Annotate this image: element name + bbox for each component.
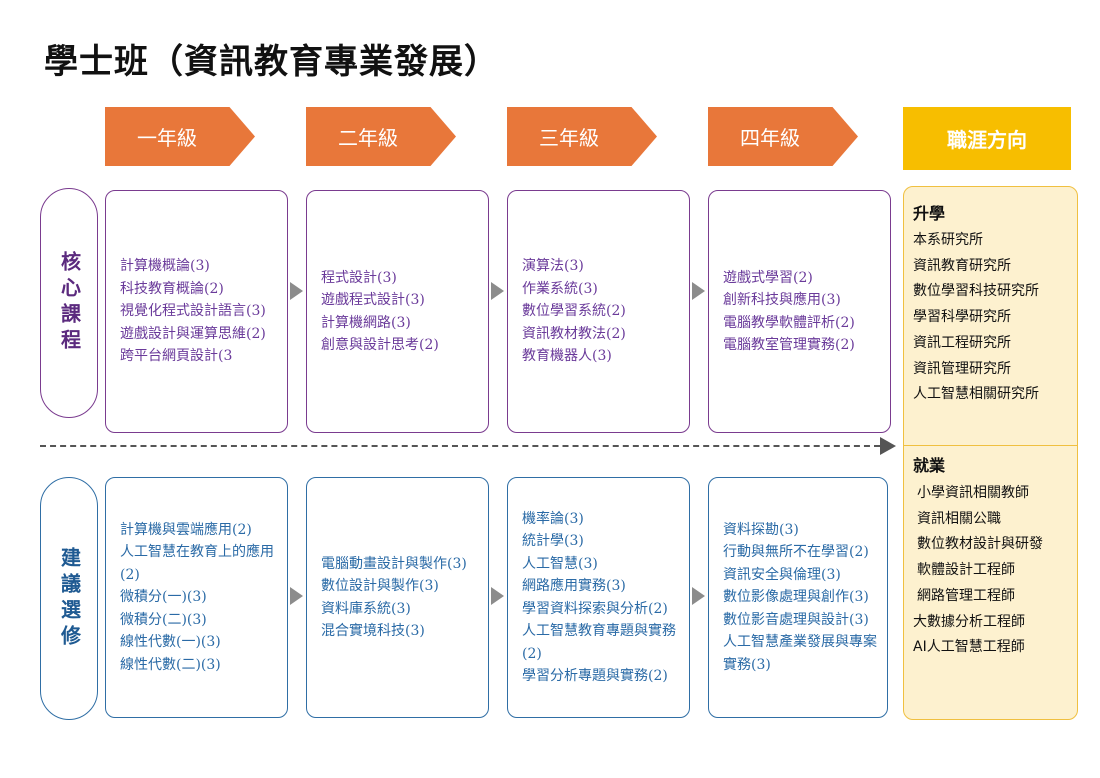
career-item: 資訊工程研究所	[913, 334, 1011, 351]
employment-list: 小學資訊相關教師 資訊相關公職 數位教材設計與研發 軟體設計工程師 網路管理工程…	[913, 481, 1043, 661]
course-item: 演算法(3)	[522, 258, 584, 275]
course-item: 線性代數(一)(3)	[120, 634, 221, 651]
arrow-right-icon	[880, 437, 896, 455]
course-item: 視覺化程式設計語言(3)	[120, 303, 266, 320]
course-item: 人工智慧產業發展與專案實務(3)	[723, 634, 877, 673]
course-item: 計算機概論(3)	[120, 258, 210, 275]
course-item: 教育機器人(3)	[522, 348, 612, 365]
course-item: 資料庫系統(3)	[321, 600, 411, 617]
career-item: 本系研究所	[913, 232, 983, 248]
course-item: 創意與設計思考(2)	[321, 337, 439, 353]
course-item: 統計學(3)	[522, 533, 584, 549]
dashed-divider	[40, 445, 880, 447]
course-item: 數位學習系統(2)	[522, 303, 626, 320]
course-item: 人工智慧在教育上的應用(2)	[120, 544, 274, 583]
arrow-right-icon	[290, 282, 303, 300]
core-box-year1: 計算機概論(3) 科技教育概論(2) 視覺化程式設計語言(3) 遊戲設計與運算思…	[105, 190, 288, 433]
arrow-right-icon	[491, 587, 504, 605]
course-item: 學習分析專題與實務(2)	[522, 668, 668, 684]
course-item: 科技教育概論(2)	[120, 280, 224, 297]
course-item: 作業系統(3)	[522, 280, 598, 297]
course-item: 行動與無所不在學習(2)	[723, 544, 869, 561]
career-item: 資訊管理研究所	[913, 360, 1011, 377]
course-item: 數位設計與製作(3)	[321, 578, 439, 594]
elective-box-year2: 電腦動畫設計與製作(3) 數位設計與製作(3) 資料庫系統(3) 混合實境科技(…	[306, 477, 489, 718]
course-item: 創新科技與應用(3)	[723, 292, 841, 308]
course-item: 跨平台網頁設計(3	[120, 348, 233, 365]
course-item: 程式設計(3)	[321, 269, 397, 286]
course-item: 遊戲程式設計(3)	[321, 292, 425, 308]
elective-box-year1: 計算機與雲端應用(2) 人工智慧在教育上的應用(2) 微積分(一)(3) 微積分…	[105, 477, 288, 718]
course-item: 微積分(二)(3)	[120, 611, 207, 628]
course-item: 計算機網路(3)	[321, 314, 411, 331]
course-item: 人工智慧(3)	[522, 555, 598, 572]
career-panel	[903, 186, 1078, 720]
career-item: 數位教材設計與研發	[917, 536, 1043, 553]
career-header: 職涯方向	[903, 107, 1071, 170]
year-label: 三年級	[539, 126, 599, 150]
core-box-year2: 程式設計(3) 遊戲程式設計(3) 計算機網路(3) 創意與設計思考(2)	[306, 190, 489, 433]
further-study-title: 升學	[913, 204, 946, 223]
arrow-right-icon	[290, 587, 303, 605]
course-item: 人工智慧教育專題與實務(2)	[522, 623, 676, 662]
career-item: 網路管理工程師	[917, 587, 1015, 604]
year-label: 二年級	[338, 126, 398, 150]
core-box-year4: 遊戲式學習(2) 創新科技與應用(3) 電腦教學軟體評析(2) 電腦教室管理實務…	[708, 190, 891, 433]
arrow-right-icon	[692, 282, 705, 300]
course-item: 電腦教室管理實務(2)	[723, 337, 855, 353]
course-item: 微積分(一)(3)	[120, 589, 207, 606]
course-item: 遊戲設計與運算思維(2)	[120, 325, 266, 342]
career-item: 資訊教育研究所	[913, 257, 1011, 274]
career-item: 資訊相關公職	[917, 510, 1001, 527]
course-item: 學習資料探索與分析(2)	[522, 600, 668, 617]
page-title: 學士班（資訊教育專業發展）	[44, 42, 499, 82]
career-item: AI人工智慧工程師	[913, 639, 1025, 656]
year-label: 四年級	[740, 126, 800, 150]
elective-box-year4: 資料探勘(3) 行動與無所不在學習(2) 資訊安全與倫理(3) 數位影像處理與創…	[708, 477, 888, 718]
arrow-right-icon	[491, 282, 504, 300]
career-item: 人工智慧相關研究所	[913, 386, 1039, 403]
course-item: 計算機與雲端應用(2)	[120, 521, 252, 538]
career-item: 學習科學研究所	[913, 309, 1011, 326]
course-item: 數位影音處理與設計(3)	[723, 611, 869, 628]
course-item: 資料探勘(3)	[723, 521, 799, 538]
row-label-core: 核心課程	[40, 188, 98, 418]
career-item: 小學資訊相關教師	[917, 485, 1029, 501]
year-chevron-2: 二年級	[306, 107, 456, 166]
row-label-elective: 建議選修	[40, 477, 98, 720]
career-divider	[903, 445, 1078, 446]
year-chevron-3: 三年級	[507, 107, 657, 166]
career-item: 軟體設計工程師	[917, 562, 1015, 579]
year-chevron-1: 一年級	[105, 107, 255, 166]
elective-box-year3: 機率論(3) 統計學(3) 人工智慧(3) 網路應用實務(3) 學習資料探索與分…	[507, 477, 690, 718]
career-item: 大數據分析工程師	[913, 613, 1025, 630]
course-item: 遊戲式學習(2)	[723, 269, 813, 286]
course-item: 電腦動畫設計與製作(3)	[321, 555, 467, 572]
further-study-list: 本系研究所 資訊教育研究所 數位學習科技研究所 學習科學研究所 資訊工程研究所 …	[913, 228, 1039, 408]
year-label: 一年級	[137, 126, 197, 150]
year-chevron-4: 四年級	[708, 107, 858, 166]
core-box-year3: 演算法(3) 作業系統(3) 數位學習系統(2) 資訊教材教法(2) 教育機器人…	[507, 190, 690, 433]
course-item: 電腦教學軟體評析(2)	[723, 314, 855, 331]
course-item: 機率論(3)	[522, 510, 584, 527]
arrow-right-icon	[692, 587, 705, 605]
employment-title: 就業	[913, 456, 946, 475]
course-item: 資訊安全與倫理(3)	[723, 566, 841, 583]
course-item: 網路應用實務(3)	[522, 578, 626, 594]
career-item: 數位學習科技研究所	[913, 283, 1039, 300]
course-item: 線性代數(二)(3)	[120, 656, 221, 673]
course-item: 混合實境科技(3)	[321, 623, 425, 639]
course-item: 數位影像處理與創作(3)	[723, 589, 869, 606]
course-item: 資訊教材教法(2)	[522, 325, 626, 342]
